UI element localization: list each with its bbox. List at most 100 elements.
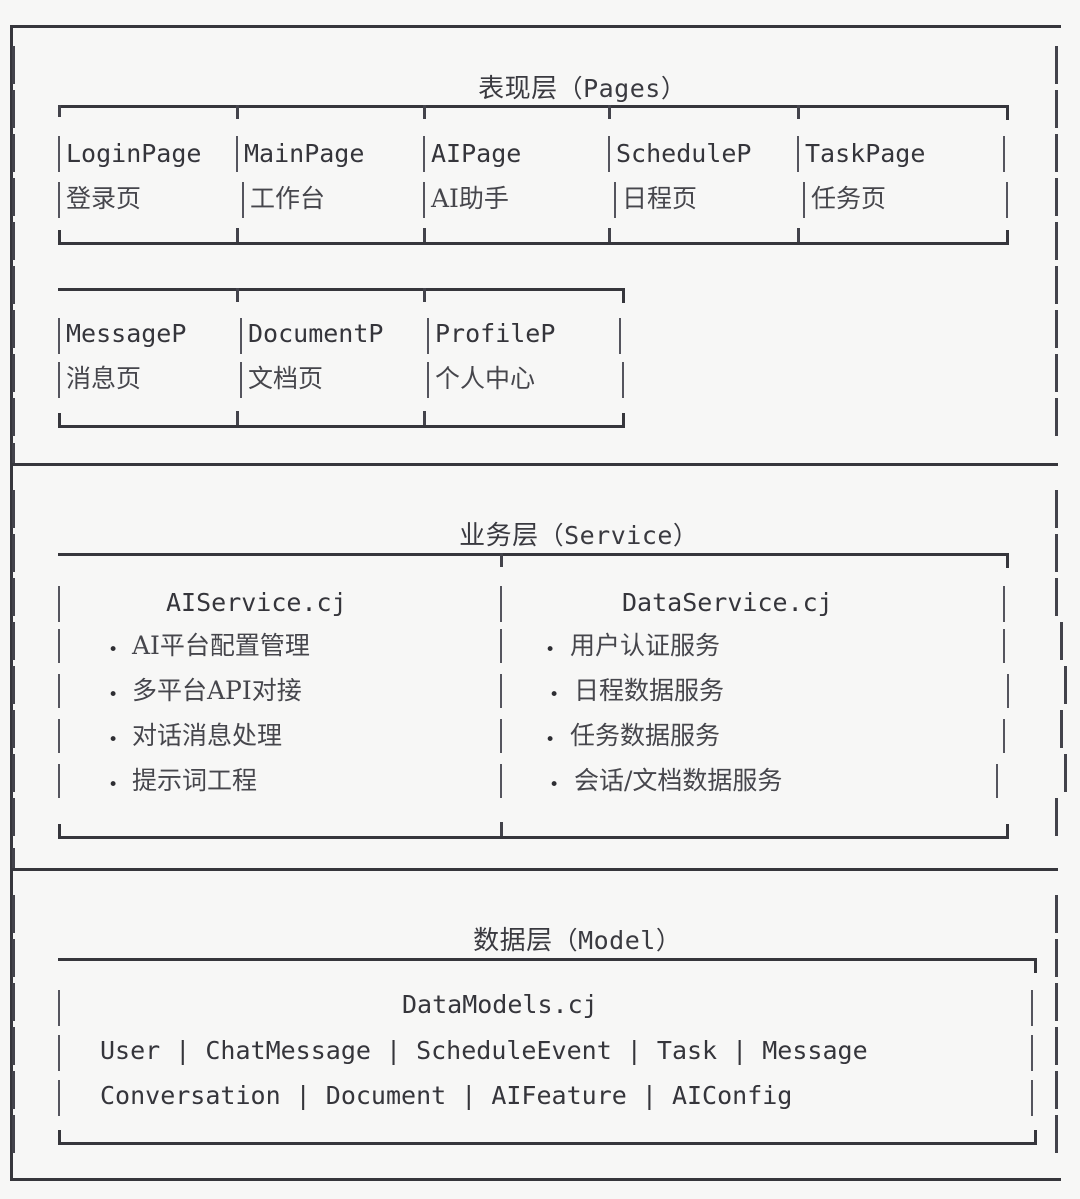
outer-right-pipe <box>1055 1115 1058 1153</box>
outer-left-pipe <box>12 178 15 216</box>
model-box-bottom-right <box>58 1130 1037 1145</box>
layer-separator-left-junction <box>12 443 15 463</box>
pages-row1-box-left-pipe <box>58 105 61 117</box>
outer-left-pipe <box>12 710 15 748</box>
service-item-label: 用户认证服务 <box>570 631 721 660</box>
pages-row2-trailing-pipe <box>622 362 624 398</box>
pages-row1-cell-pipe <box>58 136 60 172</box>
pages-row1-divider-tick <box>236 105 239 119</box>
outer-right-pipe <box>1055 1027 1058 1065</box>
outer-right-pipe <box>1060 710 1063 748</box>
layer-separator-pages-service <box>12 463 1058 466</box>
pages-cell-code: DocumentP <box>248 319 384 348</box>
service-item-bullet: • <box>545 730 556 750</box>
model-entities-row-2: Conversation | Document | AIFeature | AI… <box>100 1081 793 1110</box>
pages-row1-cell-pipe <box>608 136 610 172</box>
pages-row1-cell-pipe <box>423 136 425 172</box>
service-item-label: 会话/文档数据服务 <box>574 766 783 795</box>
pages-row2-box-bottom-right <box>58 413 625 428</box>
outer-right-pipe <box>1055 1071 1058 1109</box>
outer-right-pipe <box>1055 90 1058 128</box>
pages-cell-label: 个人中心 <box>435 364 536 393</box>
service-item-bullet: • <box>549 685 560 705</box>
layer-title-service-en: （Service） <box>538 521 699 550</box>
outer-left-pipe <box>12 798 15 836</box>
pages-row1-divider-tick <box>608 105 611 119</box>
pages-cell-code: AIPage <box>431 139 522 168</box>
outer-right-pipe <box>1055 266 1058 304</box>
service-col-left-pipe <box>58 764 60 798</box>
service-item-bullet: • <box>108 685 119 705</box>
layer-title-model: 数据层（Model） <box>438 902 681 980</box>
pages-row2-divider-tick <box>236 288 239 302</box>
outer-left-pipe <box>12 354 15 392</box>
pages-cell-label: 登录页 <box>66 184 142 213</box>
layer-title-model-cn: 数据层 <box>473 926 553 956</box>
outer-left-pipe <box>12 490 15 528</box>
service-column-name: AIService.cj <box>166 588 347 617</box>
pages-cell-code: LoginPage <box>66 139 202 168</box>
pages-row1-divider-tick <box>797 228 800 242</box>
pages-row2-cell-pipe <box>427 362 429 398</box>
pages-row1-cell-pipe <box>614 182 616 218</box>
pages-row1-cell-pipe <box>423 182 425 218</box>
pages-row1-divider-tick <box>608 228 611 242</box>
pages-row1-divider-tick <box>236 228 239 242</box>
service-col-left-pipe <box>58 629 60 663</box>
outer-frame-bottom-left-corner <box>10 25 1061 1181</box>
pages-cell-label: 任务页 <box>811 184 887 213</box>
outer-right-pipe <box>1064 754 1067 792</box>
model-box-name: DataModels.cj <box>402 990 598 1019</box>
pages-cell-label: 工作台 <box>250 184 326 213</box>
layer-title-service-cn: 业务层 <box>459 521 539 551</box>
outer-left-pipe <box>12 1115 15 1153</box>
model-box-right-pipe <box>1031 1035 1033 1071</box>
pages-cell-label: 日程页 <box>622 184 698 213</box>
outer-right-pipe <box>1055 398 1058 436</box>
outer-left-pipe <box>12 398 15 436</box>
pages-row2-divider-tick <box>236 411 239 425</box>
service-item-bullet: • <box>108 640 119 660</box>
outer-left-pipe <box>12 895 15 933</box>
service-item-label: 日程数据服务 <box>574 676 725 705</box>
pages-row1-divider-tick <box>423 105 426 119</box>
outer-left-pipe <box>12 1027 15 1065</box>
model-box-right-pipe <box>1031 1080 1033 1116</box>
layer-separator-left-junction <box>12 848 15 868</box>
service-col-left-pipe <box>58 586 60 622</box>
layer-title-pages-en: （Pages） <box>557 74 687 103</box>
pages-row2-cell-pipe <box>58 318 60 354</box>
pages-cell-code: MainPage <box>244 139 365 168</box>
service-item-bullet: • <box>108 730 119 750</box>
outer-right-pipe <box>1064 666 1067 704</box>
outer-left-pipe <box>12 983 15 1021</box>
pages-cell-label: 文档页 <box>248 364 324 393</box>
service-middle-pipe <box>500 764 502 798</box>
service-box-bottom-right <box>58 824 1009 839</box>
pages-row1-trailing-pipe <box>1003 136 1005 172</box>
outer-right-pipe <box>1055 578 1058 616</box>
pages-cell-code: ScheduleP <box>616 139 752 168</box>
outer-right-pipe <box>1055 895 1058 933</box>
outer-left-pipe <box>12 222 15 260</box>
outer-left-pipe <box>12 578 15 616</box>
pages-row2-divider-tick <box>423 411 426 425</box>
service-col-left-pipe <box>58 674 60 708</box>
outer-right-pipe <box>1055 939 1058 977</box>
service-item-bullet: • <box>108 775 119 795</box>
pages-row2-cell-pipe <box>240 318 242 354</box>
outer-right-pipe <box>1055 798 1058 836</box>
service-column-name: DataService.cj <box>622 588 833 617</box>
service-middle-pipe <box>500 586 502 622</box>
outer-left-pipe <box>12 90 15 128</box>
pages-cell-code: MessageP <box>66 319 187 348</box>
layer-title-pages: 表现层（Pages） <box>443 50 686 128</box>
outer-left-pipe <box>12 266 15 304</box>
outer-left-pipe <box>12 939 15 977</box>
service-box-top-right <box>58 553 1009 568</box>
model-box-right-pipe <box>1031 990 1033 1026</box>
model-box-top-right <box>58 958 1037 973</box>
model-entities-row-1: User | ChatMessage | ScheduleEvent | Tas… <box>100 1036 868 1065</box>
pages-row1-trailing-pipe <box>1006 182 1008 218</box>
outer-left-pipe <box>12 1071 15 1109</box>
